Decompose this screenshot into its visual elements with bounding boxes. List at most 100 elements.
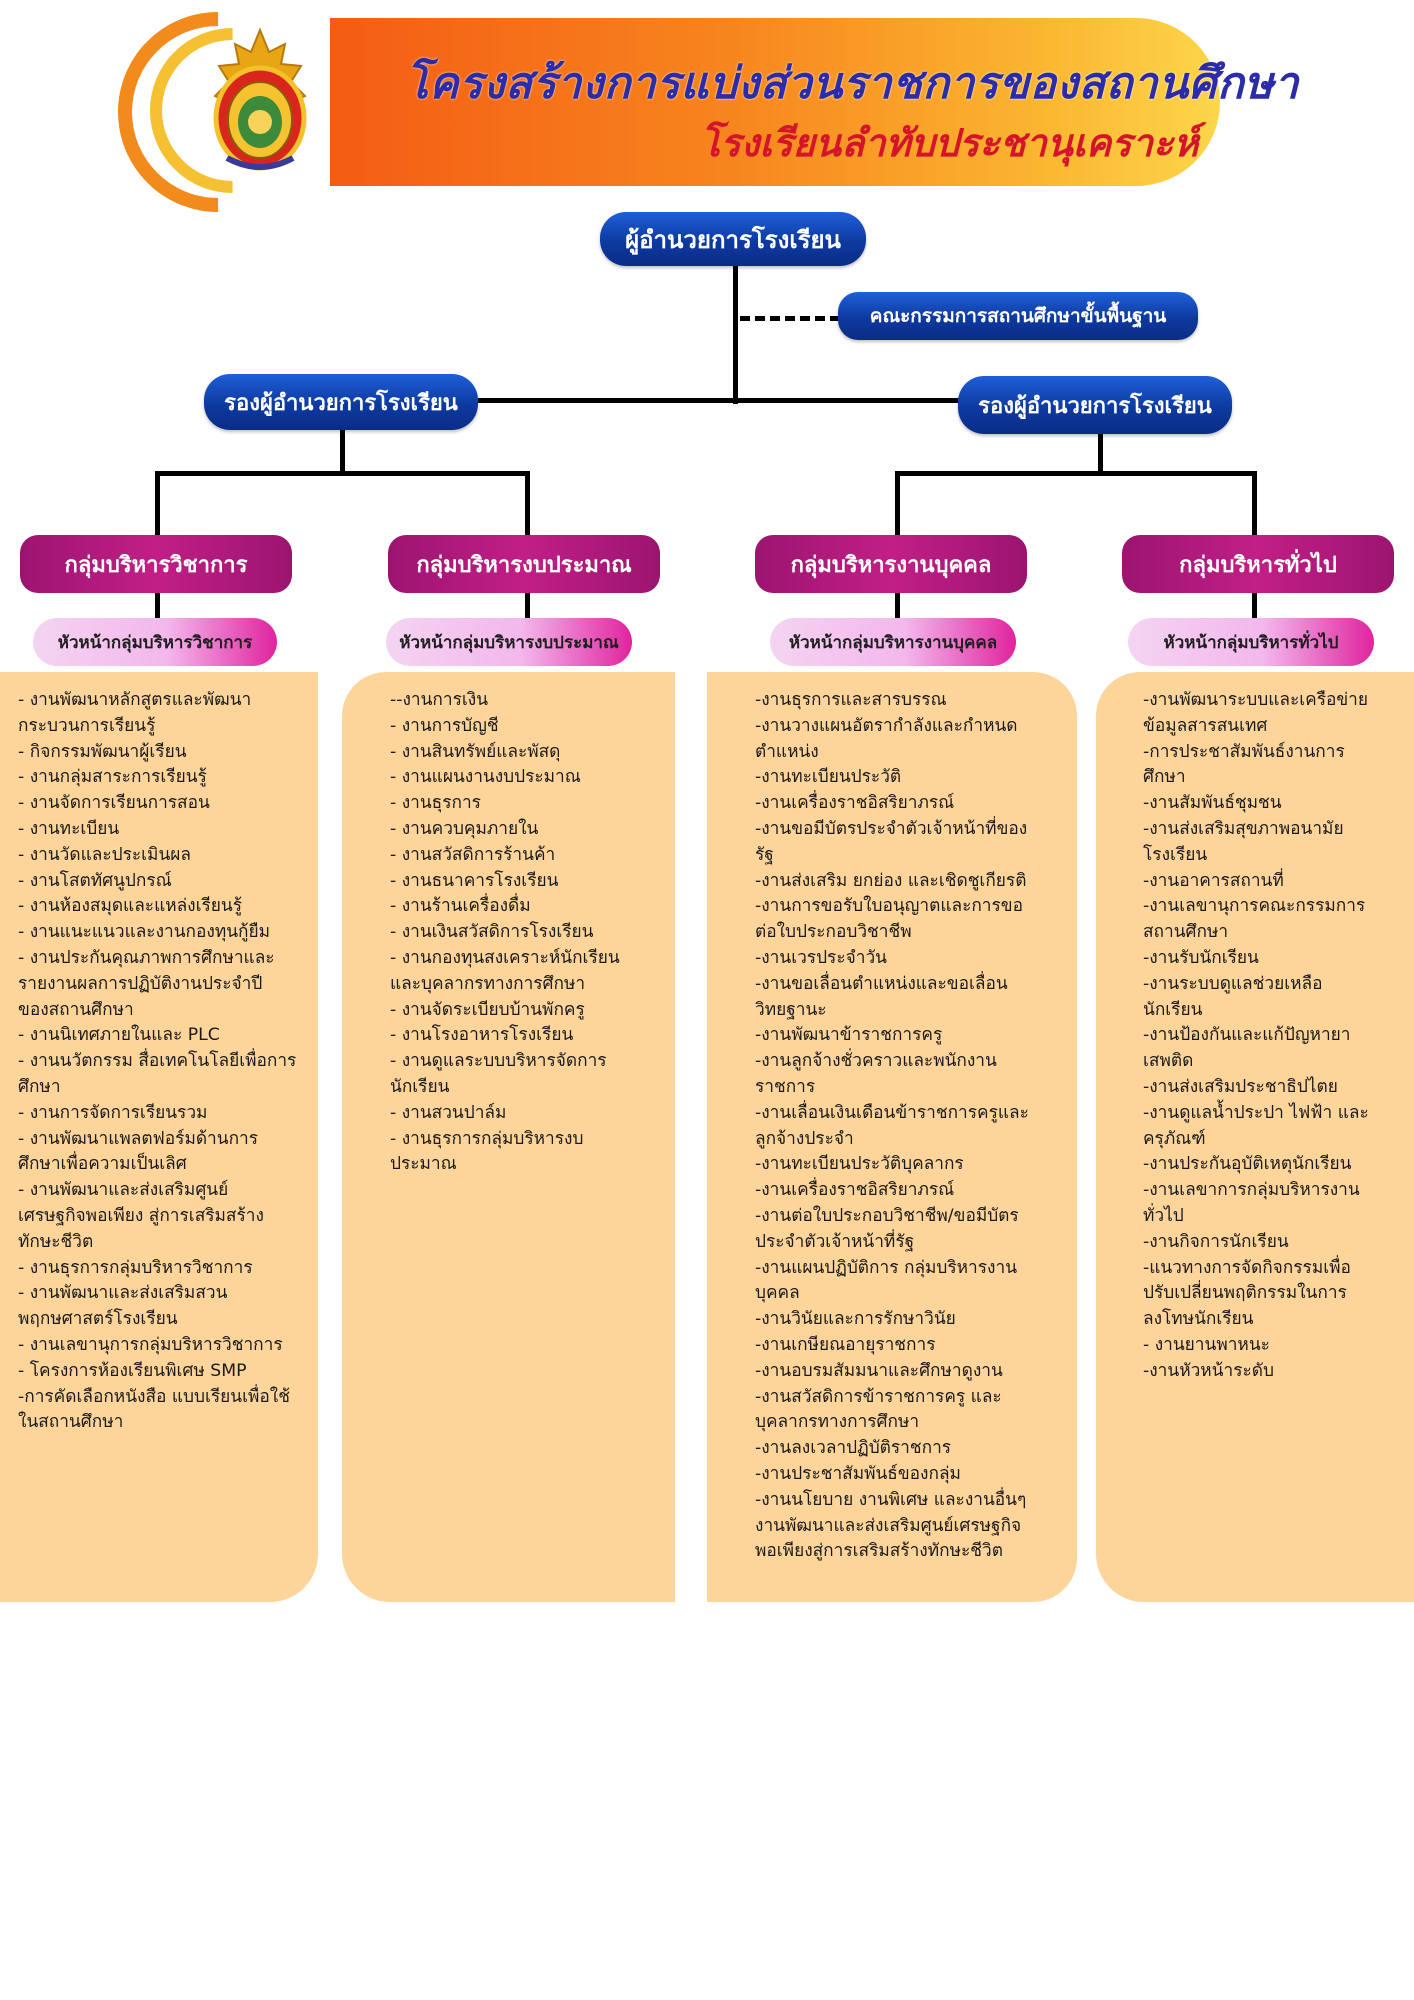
duty-item: -งานลงเวลาปฏิบัติราชการ [755, 1438, 952, 1459]
duty-item: -งานประกันอุบัติเหตุนักเรียน [1143, 1154, 1352, 1175]
group-head-personnel: หัวหน้ากลุ่มบริหารงานบุคคล [770, 618, 1016, 666]
duty-item: บุคลากรทางการศึกษา [755, 1412, 920, 1433]
duty-item: - งานยานพาหนะ [1143, 1334, 1270, 1355]
duty-item: ปรับเปลี่ยนพฤติกรรมในการ [1143, 1283, 1347, 1304]
duty-item: - งานพัฒนาและส่งเสริมศูนย์ [18, 1180, 229, 1201]
duty-item: -งานส่งเสริม ยกย่อง และเชิดชูเกียรติ [755, 870, 1027, 891]
header-subtitle: โรงเรียนลำทับประชานุเคราะห์ [700, 121, 1199, 165]
duties-panel-general [1096, 672, 1414, 1602]
duty-item: - งานเงินสวัสดิการโรงเรียน [390, 922, 594, 943]
connector-line [478, 398, 973, 403]
duty-item: ตำแหน่ง [755, 741, 819, 762]
connector-line [155, 590, 160, 620]
duty-item: กระบวนการเรียนรู้ [18, 715, 156, 736]
duty-item: - งานพัฒนาและส่งเสริมสวน [18, 1283, 228, 1304]
duty-item: -งานป้องกันและแก้ปัญหายา [1143, 1025, 1351, 1046]
duties-panel-personnel [707, 672, 1077, 1602]
duties-list-personnel: -งานธุรการและสารบรรณ-งานวางแผนอัตรากำลัง… [755, 688, 1073, 1565]
duty-item: -งานการขอรับใบอนุญาตและการขอ [755, 896, 1023, 917]
connector-line [525, 590, 530, 620]
duty-item: ศึกษา [18, 1076, 61, 1097]
duty-item: ประจำตัวเจ้าหน้าที่รัฐ [755, 1231, 915, 1252]
duty-item: -งานขอเลื่อนตำแหน่งและขอเลื่อน [755, 973, 1008, 994]
duty-item: - งานแผนงานงบประมาณ [390, 767, 581, 788]
duty-item: ศึกษาเพื่อความเป็นเลิศ [18, 1154, 187, 1175]
connector-line [1252, 471, 1257, 538]
group-head-budget: หัวหน้ากลุ่มบริหารงบประมาณ [386, 618, 632, 666]
duty-item: - งานนวัตกรรม สื่อเทคโนโลยีเพื่อการ [18, 1051, 297, 1072]
duty-item: ราชการ [755, 1076, 816, 1097]
connector-line [733, 262, 738, 404]
connector-line [525, 471, 530, 538]
group-head-general: หัวหน้ากลุ่มบริหารทั่วไป [1128, 618, 1374, 666]
duty-item: พฤกษศาสตร์โรงเรียน [18, 1309, 178, 1330]
connector-line [895, 471, 1257, 476]
duties-list-budget: --งานการเงิน - งานการบัญชี - งานสินทรัพย์แ… [390, 688, 670, 1178]
duty-item: -งานต่อใบประกอบวิชาชีพ/ขอมีบัตร [755, 1205, 1019, 1226]
duties-list-academic: - งานพัฒนาหลักสูตรและพัฒนากระบวนการเรียน… [18, 688, 313, 1436]
duty-item: -งานเวรประจำวัน [755, 947, 887, 968]
director-node: ผู้อำนวยการโรงเรียน [600, 212, 866, 266]
duty-item: -งานระบบดูแลช่วยเหลือ [1143, 973, 1323, 994]
duty-item: -งานเครื่องราชอิสริยาภรณ์ [755, 793, 955, 814]
duty-item: - งานห้องสมุดและแหล่งเรียนรู้ [18, 896, 243, 917]
duty-item: - งานประกันคุณภาพการศึกษาและ [18, 947, 275, 968]
duty-item: รัฐ [755, 844, 774, 865]
duty-item: --งานการเงิน [390, 690, 489, 710]
duty-item: - งานกลุ่มสาระการเรียนรู้ [18, 767, 207, 788]
duty-item: - งานเลขานุการกลุ่มบริหารวิชาการ [18, 1334, 283, 1355]
duty-item: นักเรียน [1143, 999, 1203, 1020]
duty-item: -งานอาคารสถานที่ [1143, 870, 1284, 891]
duty-item: วิทยฐานะ [755, 999, 827, 1020]
connector-line [895, 590, 900, 620]
duty-item: - งานธนาคารโรงเรียน [390, 870, 559, 891]
duty-item: - งานแนะแนวและงานกองทุนกู้ยืม [18, 922, 271, 943]
duty-item: - งานธุรการ [390, 793, 481, 814]
duty-item: - งานร้านเครื่องดื่ม [390, 896, 531, 917]
duty-item: - งานสินทรัพย์และพัสดุ [390, 741, 561, 762]
duty-item: -งานประชาสัมพันธ์ของกลุ่ม [755, 1463, 961, 1484]
duty-item: -งานดูแลน้ำประปา ไฟฟ้า และ [1143, 1102, 1369, 1123]
group-node-personnel: กลุ่มบริหารงานบุคคล [755, 535, 1027, 593]
duty-item: - งานการบัญชี [390, 715, 499, 736]
duty-item: -งานรับนักเรียน [1143, 947, 1259, 968]
duty-item: ทั่วไป [1143, 1205, 1184, 1226]
group-node-budget: กลุ่มบริหารงบประมาณ [388, 535, 660, 593]
duty-item: -งานสวัสดิการข้าราชการครู และ [755, 1386, 1002, 1407]
duties-panel-budget [342, 672, 675, 1602]
duty-item: เศรษฐกิจพอเพียง สู่การเสริมสร้าง [18, 1205, 264, 1226]
duty-item: - งานกองทุนสงเคราะห์นักเรียน [390, 947, 620, 968]
duty-item: -งานแผนปฏิบัติการ กลุ่มบริหารงาน [755, 1257, 1018, 1278]
school-emblem-logo [213, 27, 307, 171]
header-banner [330, 18, 1220, 186]
duty-item: - งานสวนปาล์ม [390, 1102, 507, 1123]
duty-item: - งานโรงอาหารโรงเรียน [390, 1025, 574, 1046]
duty-item: -งานเลขานุการคณะกรรมการ [1143, 896, 1366, 917]
connector-line [340, 428, 345, 473]
duties-list-general: -งานพัฒนาระบบและเครือข่ายข้อมูลสารสนเทศ-… [1143, 688, 1411, 1385]
duty-item: - งานสวัสดิการร้านค้า [390, 844, 556, 865]
connector-line [895, 471, 900, 538]
duty-item: - งานจัดการเรียนการสอน [18, 793, 210, 814]
duty-item: ข้อมูลสารสนเทศ [1143, 715, 1268, 736]
deputy-director-right-node: รองผู้อำนวยการโรงเรียน [958, 376, 1232, 434]
board-dashed-connector [740, 316, 840, 321]
duty-item: -งานเกษียณอายุราชการ [755, 1334, 936, 1355]
duty-item: - กิจกรรมพัฒนาผู้เรียน [18, 741, 187, 762]
duty-item: -การประชาสัมพันธ์งานการ [1143, 741, 1345, 762]
connector-line [1252, 590, 1257, 620]
duty-item: -งานสัมพันธ์ชุมชน [1143, 793, 1282, 814]
duty-item: -งานกิจการนักเรียน [1143, 1231, 1289, 1252]
duty-item: และบุคลากรทางการศึกษา [390, 973, 586, 994]
group-node-academic: กลุ่มบริหารวิชาการ [20, 535, 292, 593]
duty-item: - โครงการห้องเรียนพิเศษ SMP [18, 1360, 247, 1381]
duty-item: ประมาณ [390, 1154, 457, 1175]
duty-item: - งานดูแลระบบบริหารจัดการ [390, 1051, 607, 1072]
duty-item: - งานพัฒนาแพลตฟอร์มด้านการ [18, 1128, 259, 1149]
duty-item: -งานเลขาการกลุ่มบริหารงาน [1143, 1180, 1360, 1201]
duty-item: -งานพัฒนาข้าราชการครู [755, 1025, 943, 1046]
duty-item: ครุภัณฑ์ [1143, 1128, 1206, 1149]
header-title: โครงสร้างการแบ่งส่วนราชการของสถานศึกษา [405, 58, 1299, 109]
duty-item: -งานเครื่องราชอิสริยาภรณ์ [755, 1180, 955, 1201]
duty-item: เสพติด [1143, 1051, 1194, 1072]
